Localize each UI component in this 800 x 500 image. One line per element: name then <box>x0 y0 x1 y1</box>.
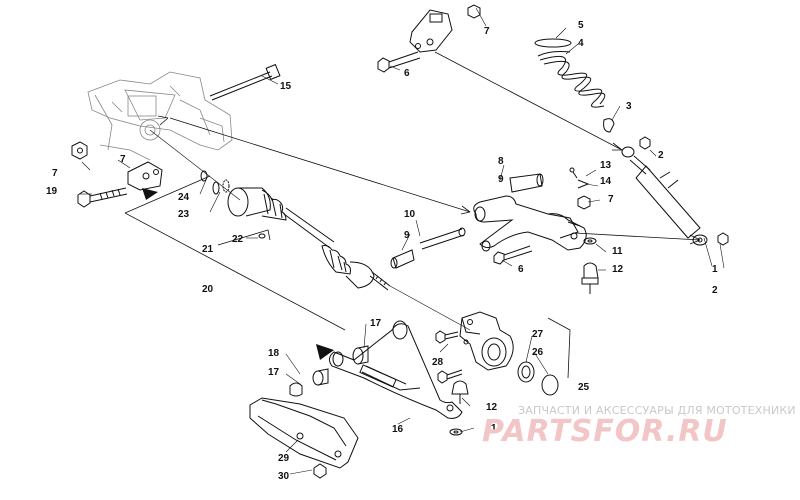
bushing <box>509 173 544 193</box>
bushing <box>352 345 369 365</box>
callout-20: 20 <box>202 284 214 295</box>
callout-leaders <box>80 7 725 475</box>
orientation-arrow-icon <box>142 188 158 200</box>
upper-a-arm <box>473 195 587 252</box>
cotter-pin <box>569 167 590 189</box>
callout-8: 8 <box>498 156 504 167</box>
nut <box>717 232 729 246</box>
wheel-bearing <box>517 361 535 383</box>
snap-ring <box>541 374 559 396</box>
callout-21: 21 <box>202 244 214 255</box>
callout-15: 15 <box>280 81 292 92</box>
spring-retainer <box>603 118 615 133</box>
bolt <box>493 245 533 265</box>
shock-absorber <box>621 146 708 246</box>
bushing <box>289 382 303 397</box>
callout-17: 17 <box>370 318 382 329</box>
washer <box>449 428 463 436</box>
ball-joint <box>451 380 469 404</box>
nut <box>577 195 591 210</box>
callout-16: 16 <box>392 424 404 435</box>
callout-5: 5 <box>578 20 584 31</box>
skid-plate <box>249 397 359 469</box>
callout-6: 6 <box>404 68 410 79</box>
steering-knuckle <box>459 311 514 371</box>
callout-9: 9 <box>498 174 504 185</box>
fastener <box>313 463 327 479</box>
callout-7: 7 <box>120 154 126 165</box>
callout-2: 2 <box>658 150 664 161</box>
ball-joint <box>581 262 599 294</box>
callout-27: 27 <box>532 329 544 340</box>
callout-4: 4 <box>578 38 584 49</box>
callout-12: 12 <box>486 402 498 413</box>
callout-25: 25 <box>578 382 590 393</box>
callout-30: 30 <box>278 471 290 482</box>
callout-22: 22 <box>232 234 244 245</box>
callout-11: 11 <box>486 423 497 434</box>
callout-17: 17 <box>268 367 280 378</box>
callout-23: 23 <box>178 209 190 220</box>
callout-26: 26 <box>532 347 544 358</box>
callout-7: 7 <box>608 194 614 205</box>
callout-7: 7 <box>484 26 490 37</box>
bolt <box>77 187 128 208</box>
callout-28: 28 <box>432 357 444 368</box>
group-bracket-25 <box>547 317 571 379</box>
callout-12: 12 <box>612 264 624 275</box>
bushing <box>390 249 415 269</box>
callout-11: 11 <box>612 246 623 257</box>
callout-13: 13 <box>600 160 612 171</box>
watermark-logo: PARTSFOR.RU <box>482 414 728 449</box>
nut <box>71 141 88 160</box>
pivot-pin <box>419 227 466 250</box>
callout-24: 24 <box>178 192 190 203</box>
nut <box>639 136 651 150</box>
callout-1: 1 <box>712 264 718 275</box>
long-bolt <box>209 63 281 101</box>
callout-10: 10 <box>404 209 416 220</box>
circlip <box>200 170 230 195</box>
bolt <box>437 369 463 384</box>
callout-2: 2 <box>712 285 718 296</box>
callout-3: 3 <box>626 101 632 112</box>
callout-29: 29 <box>278 453 290 464</box>
washer <box>583 237 597 245</box>
frame-assembly <box>87 71 233 161</box>
group-bracket-20 <box>124 175 346 331</box>
bolt <box>435 330 459 344</box>
bolt <box>377 51 421 73</box>
mount-bracket <box>409 9 453 53</box>
callout-9: 9 <box>404 230 410 241</box>
callout-6: 6 <box>518 264 524 275</box>
frame-bracket <box>127 161 163 191</box>
leader-lines <box>157 51 701 245</box>
watermark-text: ЗАПЧАСТИ И АКСЕССУАРЫ ДЛЯ МОТОТЕХНИКИ <box>518 404 796 417</box>
callout-19: 19 <box>46 186 58 197</box>
callout-18: 18 <box>268 348 280 359</box>
orientation-arrow-icon <box>316 344 334 360</box>
coil-spring <box>534 38 606 108</box>
callout-14: 14 <box>600 176 612 187</box>
drive-shaft <box>149 129 471 331</box>
bushing <box>312 368 329 386</box>
callout-7: 7 <box>52 168 58 179</box>
lower-a-arm <box>328 320 463 419</box>
